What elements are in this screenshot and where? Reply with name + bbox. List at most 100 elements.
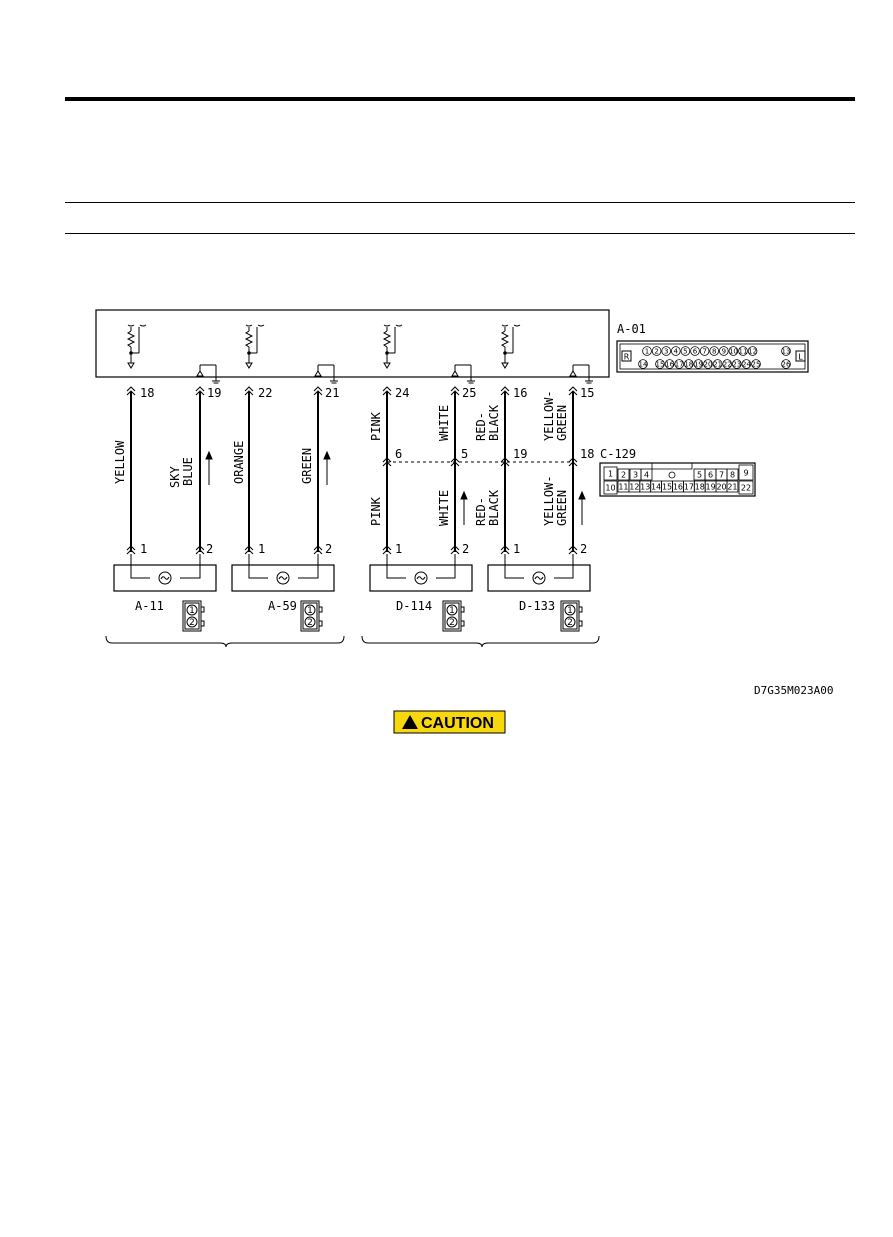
c129-connector-pin: 11 [617,480,630,493]
sensor-boxes [113,554,591,592]
sensor-a59-label: A-59 [268,599,297,613]
c129-connector-pin: 6 [704,468,717,481]
d133-pin-2: 2 [580,542,587,556]
ecu-pin-19: 19 [207,386,221,400]
ecu-connector-pin-label: 18 [684,361,693,369]
c129-connector-pin-label: 6 [708,471,713,480]
c129-connector-pin-label: 1 [608,470,613,479]
c129-connector-pin: 13 [639,480,652,493]
ecu-connector-pin: 15 [655,359,665,369]
c129-connector-pin: 16 [672,480,684,493]
ecu-connector-pin: 2 [651,346,662,356]
ecu-connector-pin: 4 [670,346,681,356]
c129-connector-pin-label: 19 [706,483,716,492]
c129-connector-pin: 5 [693,468,706,481]
c129-connector-face [599,462,756,497]
ecu-connector-pin: 20 [703,359,713,369]
c129-connector-pin: 4 [640,468,653,481]
c129-connector-pin-label: 22 [741,484,751,493]
ecu-pin-24: 24 [395,386,409,400]
c129-connector-pin: 10 [603,480,618,495]
a11-connector-pin-1: 1 [189,606,195,616]
c129-connector-pin: 1 [603,466,618,481]
c129-connector-pin-label: 2 [621,471,626,480]
a11-pin-2: 2 [206,542,213,556]
c129-connector-pin-label: 17 [684,483,694,492]
c129-pin-6: 6 [395,447,402,461]
ecu-connector-pin: 12 [747,346,758,356]
ecu-connector-face [616,340,809,373]
ecu-connector-pin-label: 26 [782,361,791,369]
ecu-connector-pin-label: 24 [742,361,751,369]
ecu-connector-pin-label: 17 [675,361,684,369]
wire-color-green: GREEN [300,448,314,484]
wire-color-black-lower: BLACK [487,489,501,526]
ecu-box [95,309,610,378]
c129-connector-pin: 8 [726,468,739,481]
ecu-connector-pin-label: 21 [713,361,722,369]
wire-color-blue: BLUE [181,457,195,486]
c129-connector-pin: 2 [617,468,630,481]
a11-connector-pin-2: 2 [189,618,195,628]
ecu-connector-pin: 26 [781,359,791,369]
c129-connector-pin-label: 4 [644,471,649,480]
d133-connector-pin-2: 2 [567,618,573,628]
ecu-connector-pin-label: 15 [656,361,665,369]
ecu-connector-pin: 14 [638,359,648,369]
current-direction-arrows [205,450,586,525]
ecu-connector-pin-label: 4 [674,348,679,356]
sensor-connector-pin-circles [186,604,576,628]
section-rule-top [65,202,855,203]
ecu-pin-25: 25 [462,386,476,400]
ecu-connector-pin-label: 10 [729,348,738,356]
d114-connector-pin-2: 2 [449,618,455,628]
ecu-connector-pin: 5 [680,346,691,356]
ecu-connector-pin: 18 [683,359,694,369]
sensor-a11-label: A-11 [135,599,164,613]
ecu-connector-pin-label: 12 [748,348,757,356]
wire-color-green-upper: GREEN [555,405,569,441]
c129-connector-pin: 7 [715,468,728,481]
ecu-connector-pin-label: 19 [694,361,703,369]
ecu-connector-pin-label: 8 [712,348,716,356]
c129-pin-19: 19 [513,447,527,461]
ecu-connector-pin: 22 [722,359,732,369]
c129-connector-pin-label: 21 [727,483,737,492]
ecu-pin-16: 16 [513,386,527,400]
ecu-connector-pin-label: 20 [704,361,713,369]
caution-banner: ! CAUTION [393,710,506,734]
d114-connector-pin-1: 1 [449,606,455,616]
wire-color-red-lower: RED- [474,497,488,526]
wire-color-green-lower: GREEN [555,490,569,526]
c129-connector-label: C-129 [600,447,636,461]
ecu-connector-pin: 6 [690,346,700,356]
ecu-connector-pin: 10 [728,346,739,356]
c129-connector-pin-label: 15 [662,483,672,492]
c129-connector-pin-label: 20 [716,483,726,492]
ecu-connector-pin-label: 11 [739,348,748,356]
wire-color-white-upper: WHITE [437,405,451,441]
a11-pin-1: 1 [140,542,147,556]
ecu-internal-circuits [127,324,594,384]
ecu-connector-pin: 9 [718,346,729,356]
d133-connector-pin-1: 1 [567,606,573,616]
header-rule-thick [65,97,855,101]
ecu-connector-pin-label: 7 [702,348,706,356]
ecu-connector-label: A-01 [617,322,646,336]
ecu-pin-18: 18 [140,386,154,400]
c129-pin-18: 18 [580,447,594,461]
ecu-key-left: R [624,353,630,362]
ecu-connector-pin: 8 [709,346,719,356]
ecu-connector-pin-label: 9 [722,348,726,356]
wire-color-red-upper: RED- [474,412,488,441]
wire-color-yellow-upper: YELLOW- [542,390,556,441]
c129-connector-pin-label: 8 [730,471,735,480]
a59-connector-pin-1: 1 [307,606,313,616]
ecu-connector-pin: 16 [664,359,675,369]
ecu-pin-15: 15 [580,386,594,400]
d114-pin-1: 1 [395,542,402,556]
c129-connector-pin: 15 [661,480,673,493]
section-rule-bottom [65,233,855,234]
ecu-connector-pin-label: 14 [639,361,648,369]
